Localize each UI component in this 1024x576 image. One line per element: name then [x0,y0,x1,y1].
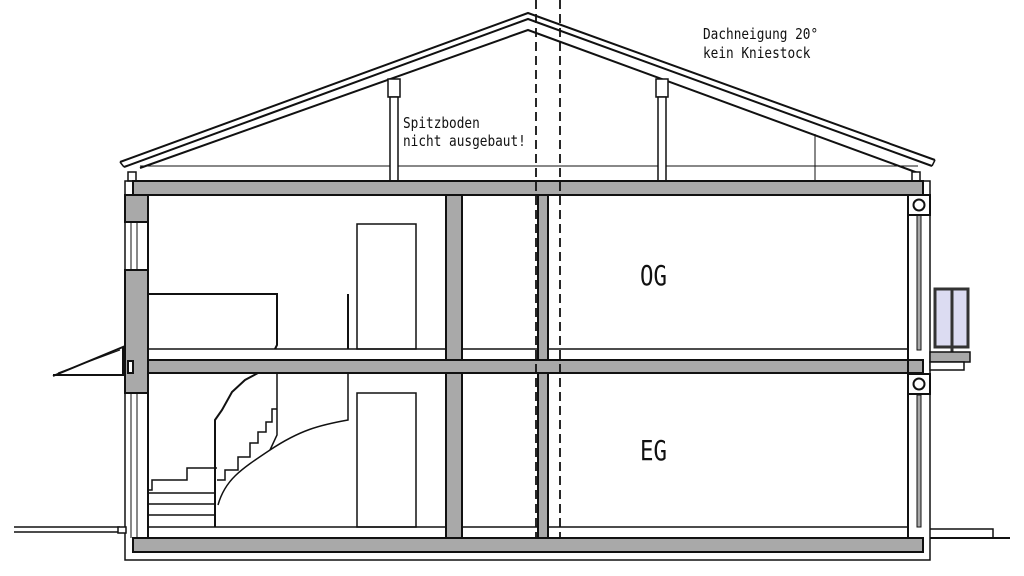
dormer-window [929,287,971,371]
entrance-canopy [52,345,134,377]
ground-line [14,526,1010,539]
og-door [356,223,417,350]
knee-wall-note: kein Kniestock [703,44,811,62]
attic-posts [127,78,921,182]
roof-pitch-note: Dachneigung 20° [703,25,819,43]
chimney-dashed-lines [535,0,561,538]
roof [119,11,936,181]
walls [124,194,931,539]
floor-slabs [132,180,924,553]
og-railing [148,293,349,350]
staircase [148,372,349,527]
eg-door [356,392,417,528]
attic-note-line1: Spitzboden [403,114,480,132]
ground-floor-label: EG [640,434,667,467]
upper-floor-label: OG [640,259,667,292]
attic-note-line2: nicht ausgebaut! [403,132,526,150]
